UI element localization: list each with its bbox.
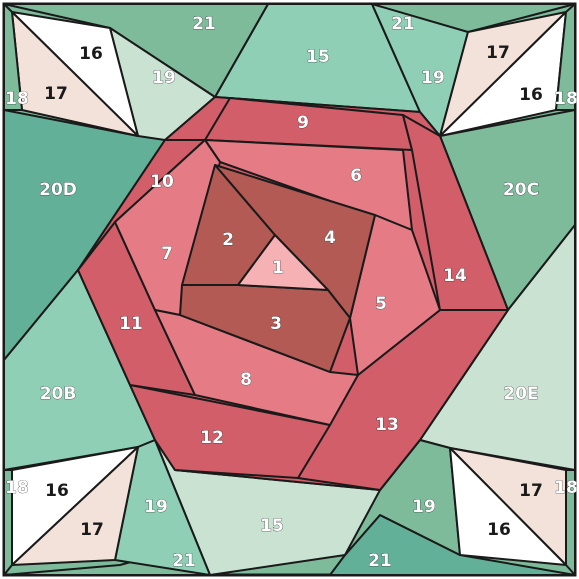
label-15-bottom: 15 (260, 516, 284, 536)
label-20d: 20D (39, 180, 77, 200)
label-13: 13 (375, 415, 399, 435)
label-21-tr: 21 (391, 14, 415, 34)
label-11: 11 (119, 314, 143, 334)
label-19-tl: 19 (152, 68, 176, 88)
label-19-tr: 19 (421, 68, 445, 88)
label-17-tr: 17 (486, 43, 510, 63)
label-7: 7 (161, 244, 173, 264)
label-21-bl: 21 (172, 551, 196, 571)
label-18-br: 18 (554, 478, 578, 498)
piece-18-tl (3, 3, 23, 111)
label-14: 14 (443, 266, 467, 286)
label-17-br: 17 (519, 481, 543, 501)
label-4: 4 (324, 228, 336, 248)
label-17-tl: 17 (44, 84, 68, 104)
label-16-tr: 16 (519, 85, 543, 105)
label-6: 6 (350, 166, 362, 186)
piece-16-br (449, 447, 567, 566)
label-9: 9 (297, 113, 309, 133)
label-20b: 20B (40, 384, 77, 404)
label-17-bl: 17 (80, 520, 104, 540)
label-16-br: 16 (487, 520, 511, 540)
label-10: 10 (150, 172, 174, 192)
label-3: 3 (270, 314, 282, 334)
piece-18-br (565, 469, 576, 576)
label-8: 8 (240, 370, 252, 390)
label-20e: 20E (503, 384, 538, 404)
label-1: 1 (272, 258, 284, 278)
label-16-bl: 16 (45, 481, 69, 501)
piece-18-bl (3, 469, 13, 576)
label-15-top: 15 (306, 47, 330, 67)
label-20c: 20C (503, 180, 539, 200)
piece-1 (237, 234, 329, 291)
label-19-bl: 19 (144, 497, 168, 517)
label-18-tr: 18 (554, 89, 578, 109)
piece-18-tr (555, 3, 576, 111)
label-21-br: 21 (368, 551, 392, 571)
label-19-br: 19 (412, 497, 436, 517)
piece-17-bl (11, 446, 139, 566)
label-12: 12 (200, 428, 224, 448)
label-18-tl: 18 (5, 89, 29, 109)
label-18-bl: 18 (5, 478, 29, 498)
label-21-tl: 21 (192, 14, 216, 34)
label-16-tl: 16 (79, 44, 103, 64)
label-5: 5 (375, 294, 387, 314)
label-2: 2 (222, 230, 234, 250)
